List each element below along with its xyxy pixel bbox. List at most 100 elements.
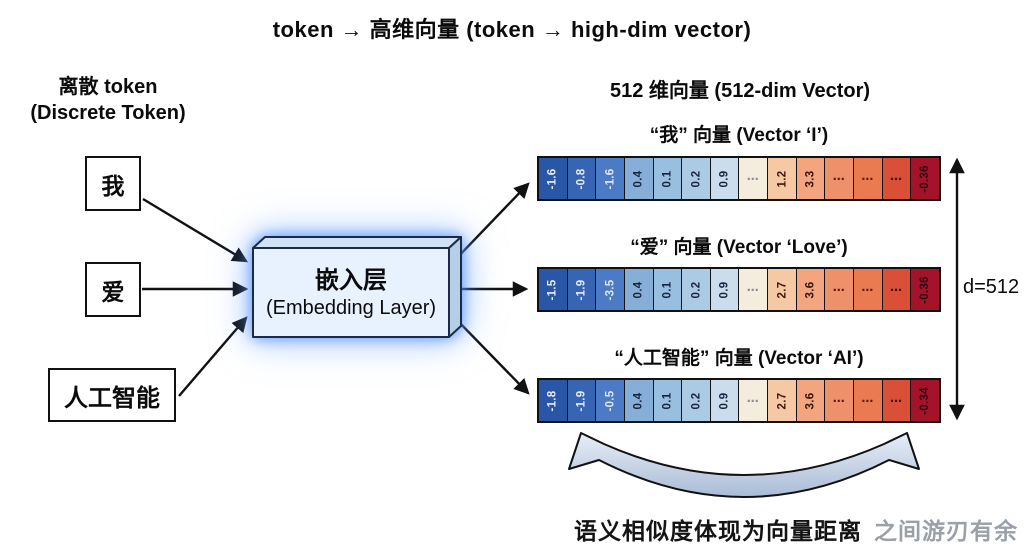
- token-label-i: 我: [101, 172, 125, 199]
- vector-cell-value: 0.2: [690, 170, 703, 187]
- vector-cell-value: ⋯: [746, 171, 760, 186]
- embedding-layer-box: [252, 236, 462, 338]
- vector-cell: 0.9: [709, 158, 739, 199]
- similarity-caption: 语义相似度体现为向量距离: [574, 518, 862, 544]
- vector-cell: ⋯: [853, 380, 882, 421]
- vector-cell-value: -0.34: [919, 386, 932, 415]
- dimension-label: d=512: [963, 276, 1020, 298]
- vector-cell-value: -0.36: [919, 164, 932, 193]
- arrow-embedding-to-vector3: [453, 316, 530, 395]
- vector-cell-value: -1.9: [575, 389, 588, 412]
- vector-cell: 3.6: [795, 269, 825, 310]
- vector-cell: 3.3: [795, 158, 825, 199]
- vector-cell-value: ⋯: [890, 282, 903, 297]
- vector3-title: “人工智能” 向量 (Vector ‘AI’): [614, 348, 864, 369]
- arrow-embedding-to-vector1: [453, 182, 530, 262]
- page-title: token → 高维向量 (token → high-dim vector): [272, 17, 752, 42]
- token-box-ai: 人工智能: [48, 368, 176, 422]
- vector-cell: -1.9: [566, 380, 596, 421]
- vector-cell: ⋯: [853, 269, 882, 310]
- vector-cell-value: ⋯: [890, 393, 903, 408]
- vector-cell: -3.5: [595, 269, 624, 310]
- vector-cell: ⋯: [738, 269, 768, 310]
- vector-cell: 0.2: [681, 158, 710, 199]
- vector-cell: -1.6: [595, 158, 624, 199]
- vector-cell: 0.2: [681, 269, 710, 310]
- vector-cell-value: 0.4: [632, 170, 645, 187]
- vector-cell: -0.36: [910, 158, 939, 199]
- vector-cell-value: ⋯: [746, 282, 760, 297]
- vector-cell: 0.1: [652, 158, 682, 199]
- vector-cell: -1.8: [539, 380, 567, 421]
- vector-cell: -0.36: [910, 269, 939, 310]
- vector-cell-value: ⋯: [861, 171, 875, 186]
- vector-cell: 0.1: [652, 269, 682, 310]
- vector-cell-value: -1.8: [546, 389, 559, 412]
- vector-cell-value: 0.4: [632, 392, 645, 409]
- vector-cell: 0.4: [623, 380, 653, 421]
- vector-cell: ⋯: [738, 158, 768, 199]
- vector-cell: 0.2: [681, 380, 710, 421]
- vector-cell: 0.9: [709, 380, 739, 421]
- vector-cell: 2.7: [767, 380, 796, 421]
- vector-cell-value: -0.36: [919, 275, 932, 304]
- vector2-strip: -1.5 -1.9 -3.5 0.4 0.1 0.2 0.9 ⋯ 2.7 3.6 ⋯ ⋯ ⋯ -0.36: [537, 267, 941, 312]
- arrow-token1-to-embedding: [142, 197, 249, 263]
- embedding-box-top-face: [252, 236, 462, 249]
- vector-cell-value: ⋯: [861, 393, 875, 408]
- vector-cell-value: 2.7: [775, 281, 788, 298]
- vector-cell: 1.2: [767, 158, 796, 199]
- arrow-token3-to-embedding: [178, 316, 248, 397]
- discrete-token-heading-en: (Discrete Token): [30, 102, 186, 124]
- vector-cell-value: 0.9: [718, 170, 731, 187]
- vector-cell: 3.6: [795, 380, 825, 421]
- vector-cell: ⋯: [881, 380, 911, 421]
- vector1-strip: -1.6 -0.8 -1.6 0.4 0.1 0.2 0.9 ⋯ 1.2 3.3 ⋯ ⋯ ⋯ -0.36: [537, 156, 941, 201]
- vector-cell-value: 0.9: [718, 281, 731, 298]
- vector-cell: 0.9: [709, 269, 739, 310]
- vector-cell-value: -1.6: [604, 167, 617, 190]
- vector-panel-heading: 512 维向量 (512-dim Vector): [609, 80, 871, 102]
- token-label-ai: 人工智能: [64, 384, 160, 412]
- vector-cell: -1.6: [539, 158, 567, 199]
- embedding-label-zh: 嵌入层: [315, 266, 387, 294]
- vector-cell: -1.5: [539, 269, 567, 310]
- token-box-i: 我: [85, 156, 141, 211]
- vector-cell-value: -0.5: [604, 389, 617, 412]
- vector-cell-value: -1.6: [546, 167, 559, 190]
- vector-cell-value: -1.9: [575, 278, 588, 301]
- vector-cell-value: 2.7: [775, 392, 788, 409]
- watermark-text: 之间游刃有余: [874, 518, 1018, 544]
- vector1-title: “我” 向量 (Vector ‘I’): [649, 125, 829, 146]
- vector-cell-value: -1.5: [546, 278, 559, 301]
- vector-cell: 0.4: [623, 158, 653, 199]
- vector-cell-value: ⋯: [832, 393, 846, 408]
- vector-cell: 0.1: [652, 380, 682, 421]
- vector2-title: “爱” 向量 (Vector ‘Love’): [630, 237, 848, 258]
- vector-cell: ⋯: [824, 380, 854, 421]
- vector-cell-value: -0.8: [575, 167, 588, 190]
- embedding-layer-label: 嵌入层 (Embedding Layer): [253, 249, 449, 337]
- token-label-love: 爱: [101, 278, 125, 305]
- vector-cell: 2.7: [767, 269, 796, 310]
- vector-cell-value: 0.1: [661, 392, 674, 409]
- vector-cell-value: ⋯: [832, 282, 846, 297]
- vector-cell-value: 3.6: [804, 392, 817, 409]
- vector-cell-value: 1.2: [775, 170, 788, 187]
- vector-cell-value: 0.4: [632, 281, 645, 298]
- vector-cell-value: ⋯: [746, 393, 760, 408]
- vector-cell: -0.34: [910, 380, 939, 421]
- vector-cell: ⋯: [824, 269, 854, 310]
- vector-cell: -0.8: [566, 158, 596, 199]
- vector-cell: -0.5: [595, 380, 624, 421]
- vector-cell-value: ⋯: [861, 282, 875, 297]
- token-box-love: 爱: [85, 262, 141, 317]
- similarity-curved-arrow: [568, 432, 920, 498]
- vector-cell: ⋯: [853, 158, 882, 199]
- vector-cell-value: 0.2: [690, 281, 703, 298]
- vector-cell: ⋯: [881, 158, 911, 199]
- vector-cell-value: ⋯: [832, 171, 846, 186]
- vector-cell: ⋯: [881, 269, 911, 310]
